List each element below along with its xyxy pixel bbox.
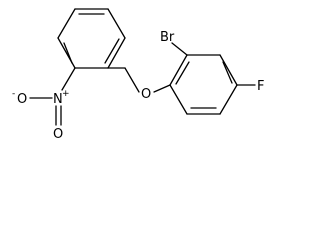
nitro-oxygen-charge: - — [12, 89, 15, 99]
nitro-oxygen-double-label: O — [53, 127, 63, 142]
bond-ring-to-ether-oxygen — [124, 67, 140, 93]
bromofluorophenyl-ring — [169, 54, 238, 115]
ring-bond — [169, 84, 188, 115]
nitro-nitrogen-charge: + — [62, 89, 70, 99]
nitro-nitrogen-label: N — [53, 92, 63, 107]
fluorine-label: F — [257, 79, 264, 94]
nitrophenyl-ring — [57, 8, 126, 69]
ring-bond — [219, 84, 238, 115]
structure-diagram: Br F O N + O - O — [12, 8, 264, 142]
bond-ring-to-bromine — [171, 42, 188, 56]
ring-bond — [107, 37, 126, 69]
ring-bond — [57, 37, 76, 69]
bond-ether-oxygen-to-ring — [153, 84, 171, 93]
ring-bond — [169, 54, 188, 86]
ring-bond — [107, 8, 126, 39]
ether-oxygen-label: O — [141, 87, 151, 102]
bromine-label: Br — [160, 30, 175, 45]
ring-double-bond — [222, 61, 233, 84]
ring-double-bond — [104, 38, 120, 64]
nitro-oxygen-single-label: O — [17, 92, 27, 107]
ring-double-bond — [175, 61, 190, 85]
molecule-drawing: Br F O N + O - O — [12, 8, 264, 142]
ring-double-bond — [63, 42, 73, 64]
bond-ring-to-nitro-nitrogen — [61, 67, 76, 91]
ring-bond — [219, 54, 238, 86]
ring-bond — [57, 8, 76, 39]
